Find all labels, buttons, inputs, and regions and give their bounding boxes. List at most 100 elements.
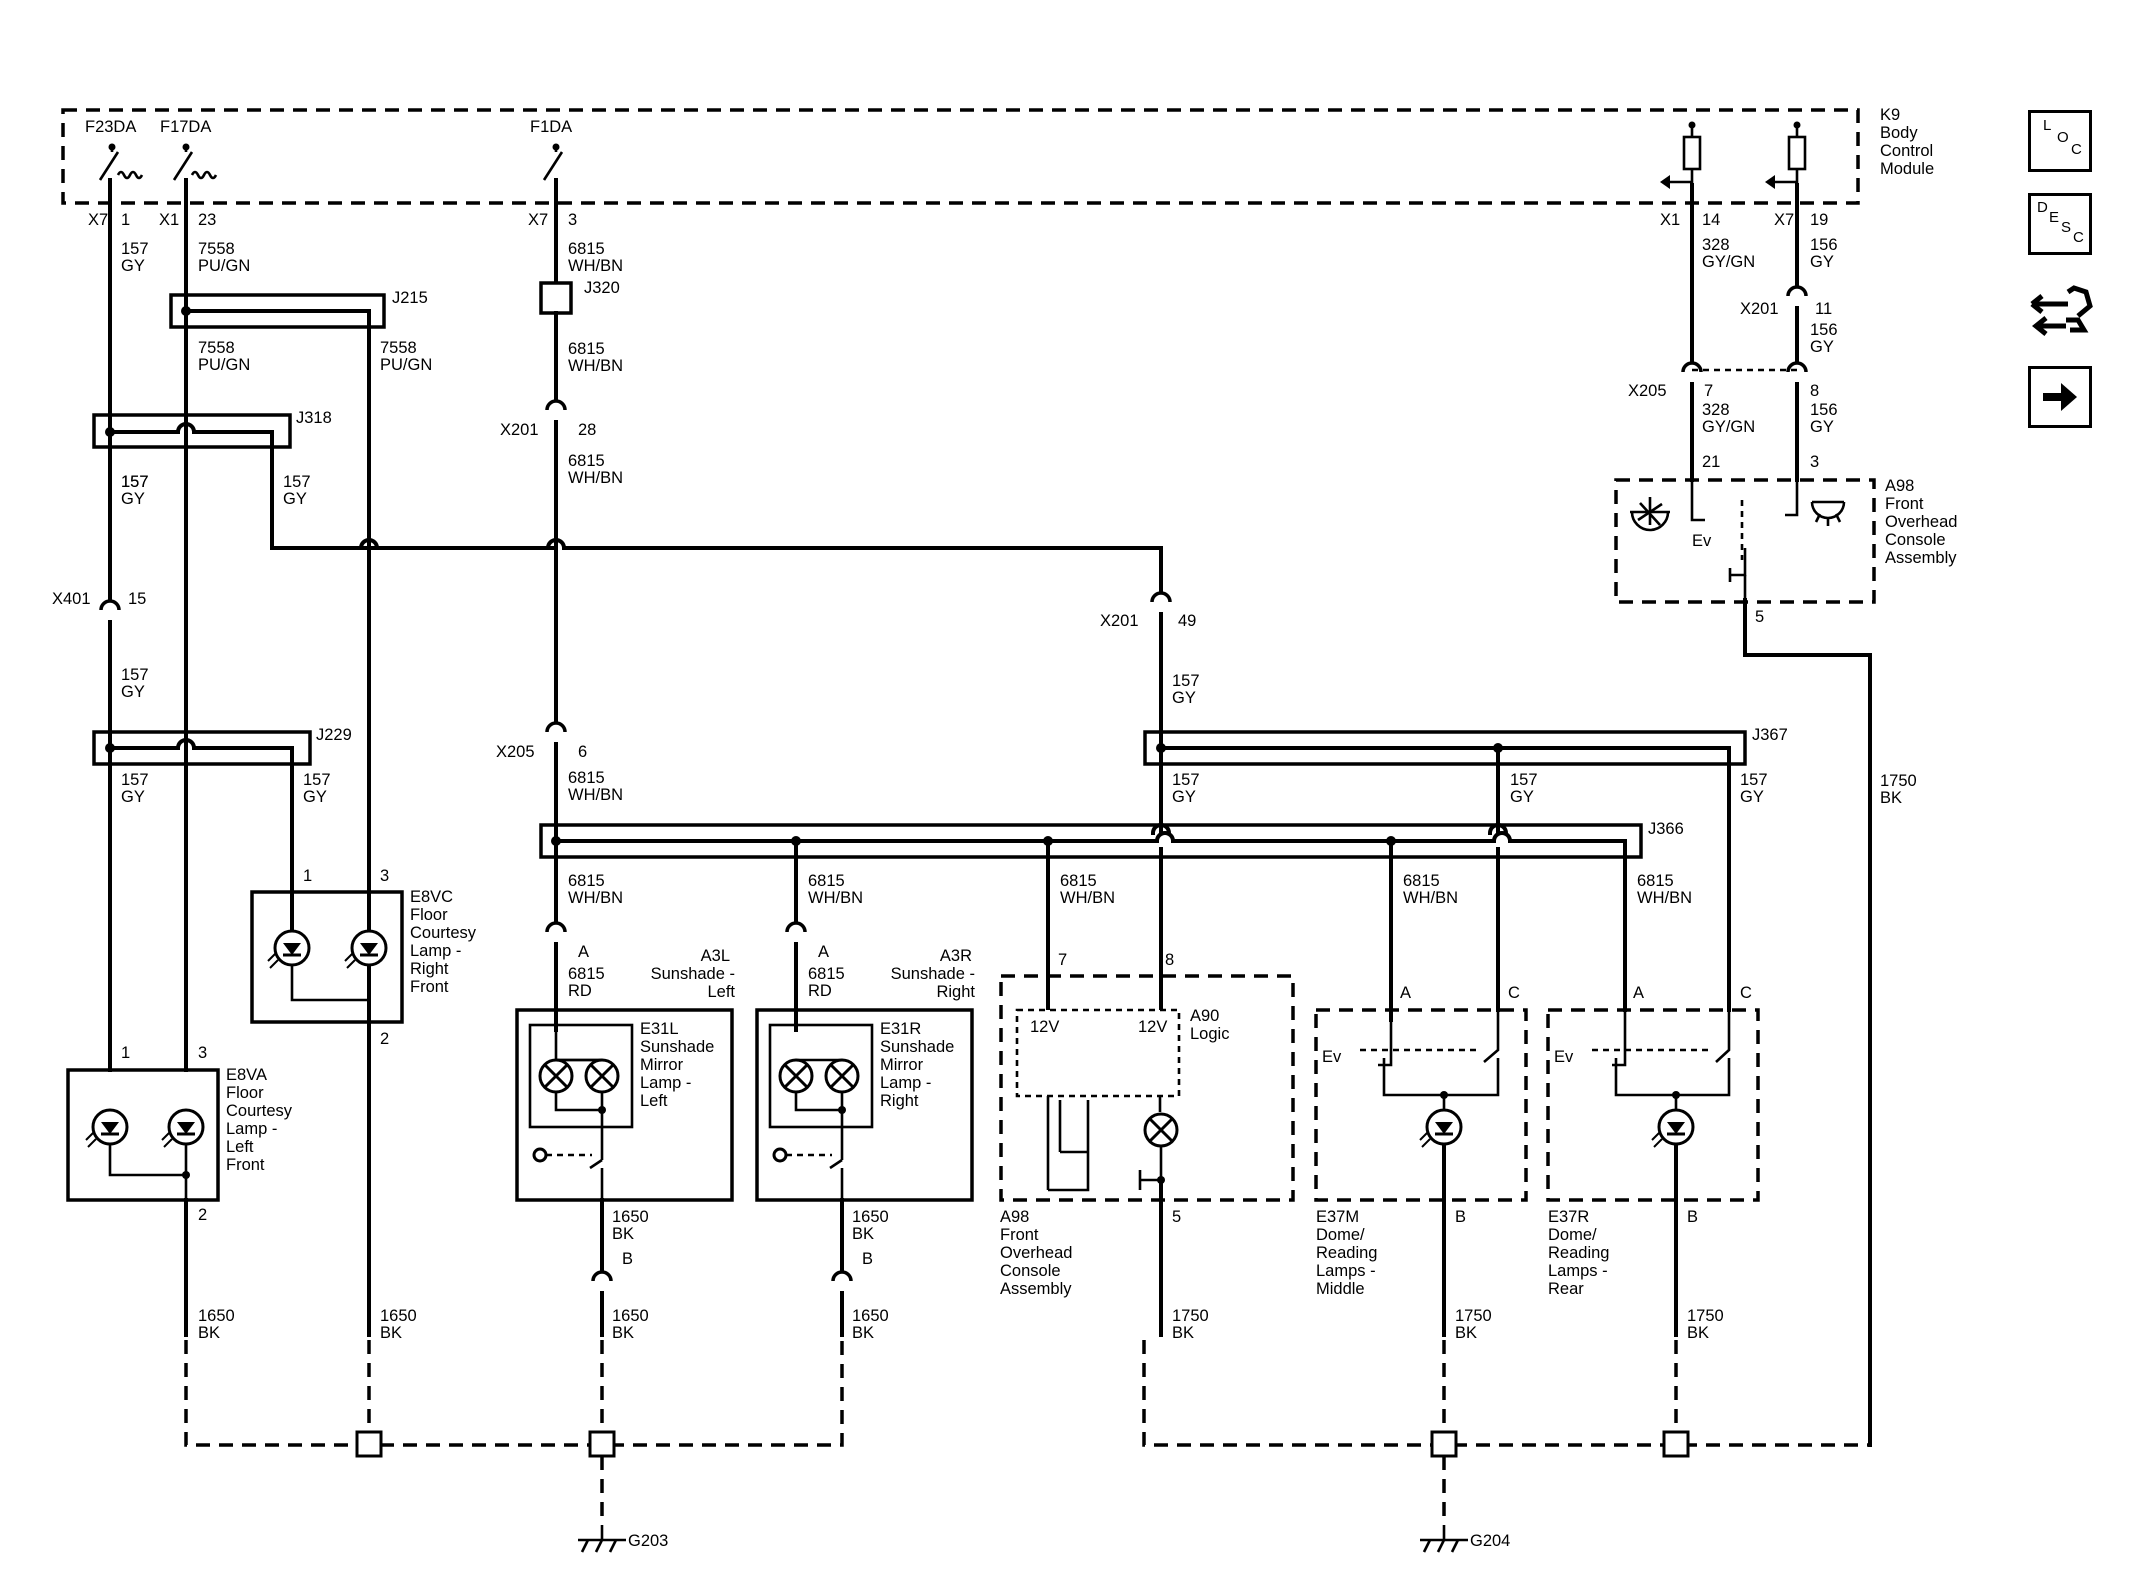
- svg-text:Logic: Logic: [1190, 1025, 1229, 1043]
- svg-text:157: 157: [303, 771, 331, 789]
- svg-text:X205: X205: [496, 743, 535, 761]
- svg-text:1750: 1750: [1687, 1307, 1724, 1325]
- svg-text:BK: BK: [1172, 1324, 1194, 1342]
- svg-text:Lamp -: Lamp -: [410, 942, 461, 960]
- module-label-line1: K9: [1880, 106, 1900, 124]
- svg-text:14: 14: [1702, 211, 1720, 229]
- svg-text:1650: 1650: [380, 1307, 417, 1325]
- svg-text:Lamp -: Lamp -: [880, 1074, 931, 1092]
- svg-text:1: 1: [303, 867, 312, 885]
- svg-text:6815: 6815: [808, 872, 845, 890]
- svg-text:GY: GY: [121, 788, 145, 806]
- svg-text:Left: Left: [707, 983, 735, 1001]
- svg-text:7558: 7558: [198, 240, 235, 258]
- svg-text:WH/BN: WH/BN: [568, 469, 623, 487]
- svg-text:GY: GY: [1740, 788, 1764, 806]
- svg-text:GY: GY: [1810, 253, 1834, 271]
- svg-text:12V: 12V: [1138, 1018, 1167, 1036]
- svg-text:1650: 1650: [198, 1307, 235, 1325]
- svg-text:157: 157: [1510, 771, 1538, 789]
- svg-text:Left: Left: [226, 1138, 254, 1156]
- svg-text:1750: 1750: [1455, 1307, 1492, 1325]
- svg-text:8: 8: [1165, 951, 1174, 969]
- location-button[interactable]: L O C: [2028, 110, 2092, 172]
- svg-text:1750: 1750: [1172, 1307, 1209, 1325]
- svg-text:Lamps -: Lamps -: [1548, 1262, 1608, 1280]
- svg-text:WH/BN: WH/BN: [568, 786, 623, 804]
- svg-text:6815: 6815: [1637, 872, 1674, 890]
- svg-text:J229: J229: [316, 726, 352, 744]
- svg-text:Sunshade -: Sunshade -: [891, 965, 975, 983]
- svg-text:1750: 1750: [1880, 772, 1917, 790]
- svg-text:6815: 6815: [568, 965, 605, 983]
- svg-text:1650: 1650: [852, 1208, 889, 1226]
- svg-text:Lamp -: Lamp -: [640, 1074, 691, 1092]
- svg-text:A: A: [578, 943, 589, 961]
- svg-text:Left: Left: [640, 1092, 668, 1110]
- svg-text:6815: 6815: [568, 872, 605, 890]
- svg-text:GY: GY: [1172, 788, 1196, 806]
- svg-text:X1: X1: [1660, 211, 1680, 229]
- svg-text:Rear: Rear: [1548, 1280, 1584, 1298]
- svg-text:A3R: A3R: [940, 947, 972, 965]
- lamp-e31l-sunshade-mirror-left: [528, 1023, 634, 1129]
- svg-text:6815: 6815: [808, 965, 845, 983]
- svg-text:WH/BN: WH/BN: [1637, 889, 1692, 907]
- svg-text:X201: X201: [1100, 612, 1139, 630]
- svg-text:157: 157: [1172, 771, 1200, 789]
- svg-text:Overhead: Overhead: [1885, 513, 1957, 531]
- svg-text:C: C: [1740, 984, 1752, 1002]
- svg-text:X201: X201: [1740, 300, 1779, 318]
- svg-text:E37R: E37R: [1548, 1208, 1589, 1226]
- svg-text:BK: BK: [1455, 1324, 1477, 1342]
- svg-text:Ev: Ev: [1554, 1048, 1574, 1066]
- svg-text:8: 8: [1810, 382, 1819, 400]
- bcm-output-driver-1: [1660, 121, 1702, 189]
- svg-text:GY: GY: [121, 683, 145, 701]
- svg-text:Mirror: Mirror: [640, 1056, 684, 1074]
- svg-text:12V: 12V: [1030, 1018, 1059, 1036]
- connector-swap-icon[interactable]: [2026, 278, 2098, 346]
- svg-text:156: 156: [1810, 236, 1838, 254]
- svg-text:GY: GY: [121, 490, 145, 508]
- svg-text:Front: Front: [1000, 1226, 1039, 1244]
- svg-text:Lamps -: Lamps -: [1316, 1262, 1376, 1280]
- fuse-f23da: F23DA: [85, 118, 144, 181]
- svg-text:Floor: Floor: [226, 1084, 264, 1102]
- svg-text:E8VA: E8VA: [226, 1066, 267, 1084]
- ground-bus-g204: G204: [1142, 1340, 1870, 1553]
- svg-text:Ev: Ev: [1692, 532, 1712, 550]
- splice-j215: J215: [169, 289, 428, 329]
- svg-text:A3L: A3L: [701, 947, 730, 965]
- body-control-module: K9 Body Control Module F23DA F17DA F1DA: [61, 106, 1934, 205]
- svg-text:GY: GY: [1510, 788, 1534, 806]
- svg-text:X401: X401: [52, 590, 91, 608]
- svg-text:Assembly: Assembly: [1000, 1280, 1072, 1298]
- svg-text:Right: Right: [880, 1092, 919, 1110]
- svg-text:23: 23: [198, 211, 216, 229]
- svg-text:GY: GY: [1810, 418, 1834, 436]
- next-arrow-button[interactable]: [2028, 366, 2092, 428]
- svg-text:WH/BN: WH/BN: [568, 257, 623, 275]
- svg-text:B: B: [622, 1250, 633, 1268]
- svg-text:C: C: [1508, 984, 1520, 1002]
- svg-text:Sunshade: Sunshade: [880, 1038, 954, 1056]
- svg-text:E31L: E31L: [640, 1020, 679, 1038]
- svg-text:Dome/: Dome/: [1316, 1226, 1365, 1244]
- svg-text:BK: BK: [1880, 789, 1902, 807]
- lamp-e31r-sunshade-mirror-right: [768, 1023, 874, 1129]
- description-button[interactable]: D E S C: [2028, 193, 2092, 255]
- svg-text:E37M: E37M: [1316, 1208, 1359, 1226]
- svg-text:Sunshade: Sunshade: [640, 1038, 714, 1056]
- svg-text:1650: 1650: [612, 1208, 649, 1226]
- svg-text:11: 11: [1815, 300, 1832, 318]
- svg-text:3: 3: [198, 1044, 207, 1062]
- svg-text:B: B: [1455, 1208, 1466, 1226]
